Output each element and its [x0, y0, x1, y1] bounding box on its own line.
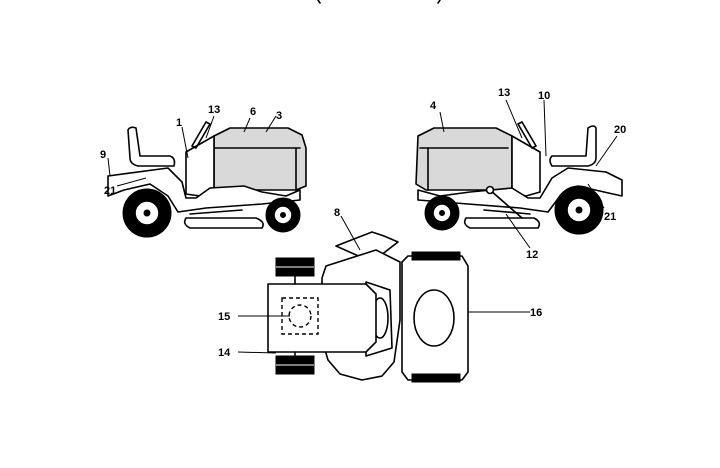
- callout-13-left: 13: [208, 104, 220, 116]
- tractor-left-side-view: [107, 115, 307, 238]
- tractor-top-view: [237, 215, 530, 383]
- left-seat: [127, 126, 176, 167]
- top-rear-tire-right: [411, 373, 461, 383]
- left-dash: [185, 135, 215, 197]
- right-front-wheel: [424, 195, 460, 231]
- callout-10: 10: [538, 90, 550, 102]
- left-front-wheel: [265, 197, 301, 233]
- callout-12: 12: [526, 249, 538, 261]
- callout-3: 3: [276, 110, 282, 122]
- left-mower-deck: [183, 217, 264, 229]
- right-steering-wheel: [517, 121, 537, 149]
- callout-6: 6: [250, 106, 256, 118]
- left-fender: [107, 167, 301, 213]
- top-front-tire-left: [275, 257, 315, 285]
- top-rear-tire-left: [411, 251, 461, 261]
- callout-15: 15: [218, 311, 230, 323]
- callout-4: 4: [430, 100, 437, 112]
- callout-21-right: 21: [604, 211, 616, 223]
- right-seat: [549, 125, 597, 167]
- right-dash: [511, 135, 541, 197]
- clipped-top-marks: [317, 0, 441, 4]
- callout-labels: 1 13 6 3 9 21 4 13 10 20 21 12 8 15 14 1…: [100, 87, 626, 359]
- right-rear-wheel: [554, 185, 604, 235]
- top-hood: [267, 283, 377, 353]
- callout-8: 8: [334, 207, 340, 219]
- left-steering-wheel: [191, 121, 211, 149]
- right-fender: [417, 167, 623, 213]
- left-hood: [213, 127, 307, 191]
- right-mower-deck: [463, 217, 541, 229]
- left-rear-wheel: [122, 188, 172, 238]
- callout-14: 14: [218, 347, 231, 359]
- callout-13-right: 13: [498, 87, 510, 99]
- top-front-tire-right: [275, 351, 315, 375]
- callout-21-left: 21: [104, 185, 116, 197]
- callout-9: 9: [100, 149, 106, 161]
- callout-1: 1: [176, 117, 182, 129]
- top-seat: [413, 289, 455, 347]
- right-lift-lever: [489, 189, 523, 219]
- tractor-right-side-view: [415, 99, 623, 249]
- callout-20: 20: [614, 124, 626, 136]
- callout-16: 16: [530, 307, 542, 319]
- right-hood: [415, 127, 513, 191]
